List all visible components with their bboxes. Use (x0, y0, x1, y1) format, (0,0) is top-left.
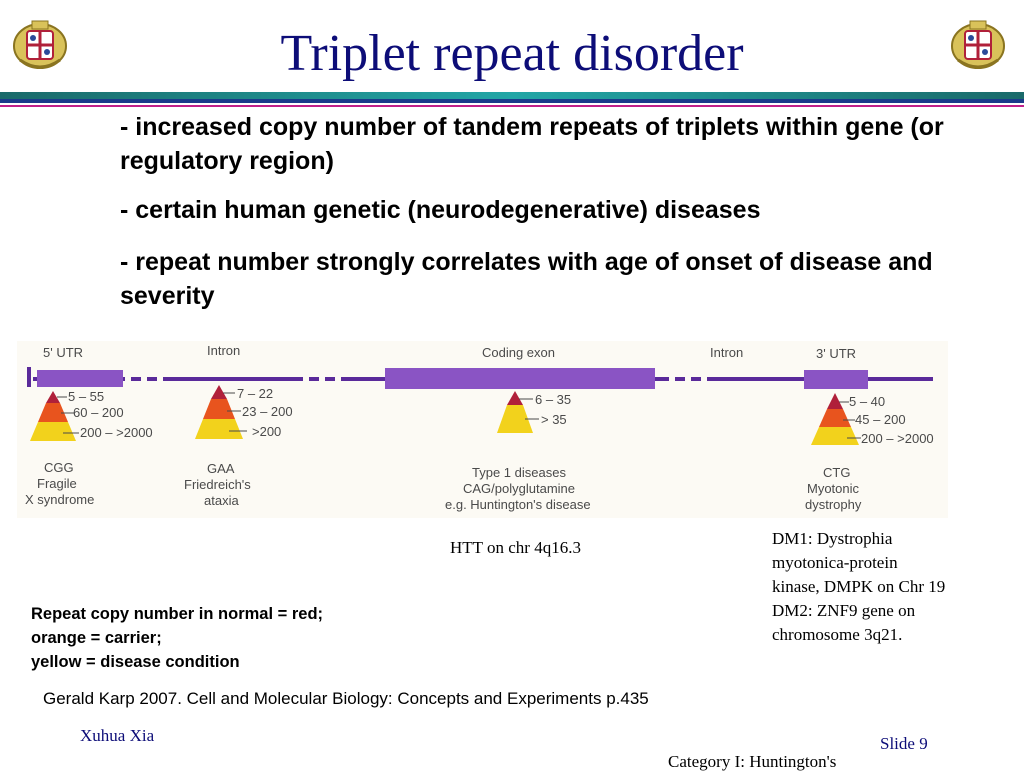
utr3-block (804, 370, 868, 389)
pyramid-ctg-level-carrier: 45 – 200 (855, 412, 906, 427)
htt-note: HTT on chr 4q16.3 (450, 538, 581, 557)
pyramid-ctg: 5 – 40 45 – 200 200 – >2000 CTG Myotonic… (805, 393, 934, 512)
region-label-utr5: 5' UTR (43, 345, 83, 360)
pyramid-gaa-caption-3: ataxia (204, 493, 239, 508)
pyramid-gaa-caption-2: Friedreich's (184, 477, 251, 492)
region-label-intron1: Intron (207, 343, 240, 358)
pyramid-cgg-level-disease: 200 – >2000 (80, 425, 153, 440)
pyramid-ctg-caption-3: dystrophy (805, 497, 862, 512)
citation: Gerald Karp 2007. Cell and Molecular Bio… (43, 689, 649, 708)
region-label-utr3: 3' UTR (816, 346, 856, 361)
pyramid-gaa-caption-1: GAA (207, 461, 235, 476)
pyramid-gaa-level-carrier: 23 – 200 (242, 404, 293, 419)
legend-line-carrier: orange = carrier; (31, 629, 162, 647)
pyramid-cag: 6 – 35 > 35 Type 1 diseases CAG/polyglut… (445, 391, 591, 512)
pyramid-cgg-level-carrier: 60 – 200 (73, 405, 124, 420)
pyramid-cgg: 5 – 55 60 – 200 200 – >2000 CGG Fragile … (25, 389, 153, 507)
region-label-intron2: Intron (710, 345, 743, 360)
dm-note: DM1: Dystrophia myotonica-protein kinase… (772, 527, 945, 647)
pyramid-cgg-caption-2: Fragile (37, 476, 77, 491)
utr5-block (37, 370, 123, 387)
pyramid-cag-level-normal: 6 – 35 (535, 392, 571, 407)
university-crest-icon (951, 20, 1005, 69)
header-rule-blue (0, 99, 1024, 103)
coding-exon-block (385, 368, 655, 389)
bullet-2: - certain human genetic (neurodegenerati… (120, 196, 761, 224)
bullet-3: - repeat number strongly correlates with… (120, 248, 933, 310)
color-legend: Repeat copy number in normal = red; oran… (31, 602, 323, 674)
header-rule-teal (0, 92, 1024, 99)
pyramid-cag-caption-1: Type 1 diseases (472, 465, 566, 480)
legend-line-normal: Repeat copy number in normal = red; (31, 605, 324, 623)
pyramid-ctg-level-normal: 5 – 40 (849, 394, 885, 409)
dm-note-line: chromosome 3q21. (772, 625, 903, 644)
dm-note-line: kinase, DMPK on Chr 19 (772, 577, 946, 596)
pyramid-cgg-caption-1: CGG (44, 460, 74, 475)
pyramid-cag-caption-2: CAG/polyglutamine (463, 481, 575, 496)
legend-line-disease: yellow = disease condition (31, 653, 240, 671)
university-crest-icon (13, 20, 67, 69)
footer-author: Xuhua Xia (80, 726, 155, 745)
pyramid-ctg-caption-1: CTG (823, 465, 850, 480)
pyramid-cag-caption-3: e.g. Huntington's disease (445, 497, 591, 512)
dm-note-line: myotonica-protein (772, 553, 898, 572)
slide-title: Triplet repeat disorder (280, 25, 744, 82)
pyramid-gaa-level-disease: >200 (252, 424, 281, 439)
region-label-coding: Coding exon (482, 345, 555, 360)
dm-note-line: DM2: ZNF9 gene on (772, 601, 916, 620)
pyramid-gaa-level-normal: 7 – 22 (237, 386, 273, 401)
footer-slide-number: Slide 9 (880, 734, 928, 753)
pyramid-cgg-caption-3: X syndrome (25, 492, 94, 507)
repeat-location-figure: 5' UTR Intron Coding exon Intron 3' UTR … (17, 341, 948, 518)
pyramid-cgg-level-normal: 5 – 55 (68, 389, 104, 404)
header-rule-magenta (0, 105, 1024, 107)
pyramid-gaa: 7 – 22 23 – 200 >200 GAA Friedreich's at… (184, 385, 293, 508)
pyramid-cag-level-disease: > 35 (541, 412, 567, 427)
gene-start-tick (27, 367, 31, 387)
pyramid-ctg-caption-2: Myotonic (807, 481, 860, 496)
pyramid-ctg-level-disease: 200 – >2000 (861, 431, 934, 446)
gene-diagram: 5' UTR Intron Coding exon Intron 3' UTR … (25, 343, 934, 512)
dm-note-line: DM1: Dystrophia (772, 529, 893, 548)
footer-category: Category I: Huntington's (668, 752, 837, 771)
bullet-1: - increased copy number of tandem repeat… (120, 113, 944, 175)
